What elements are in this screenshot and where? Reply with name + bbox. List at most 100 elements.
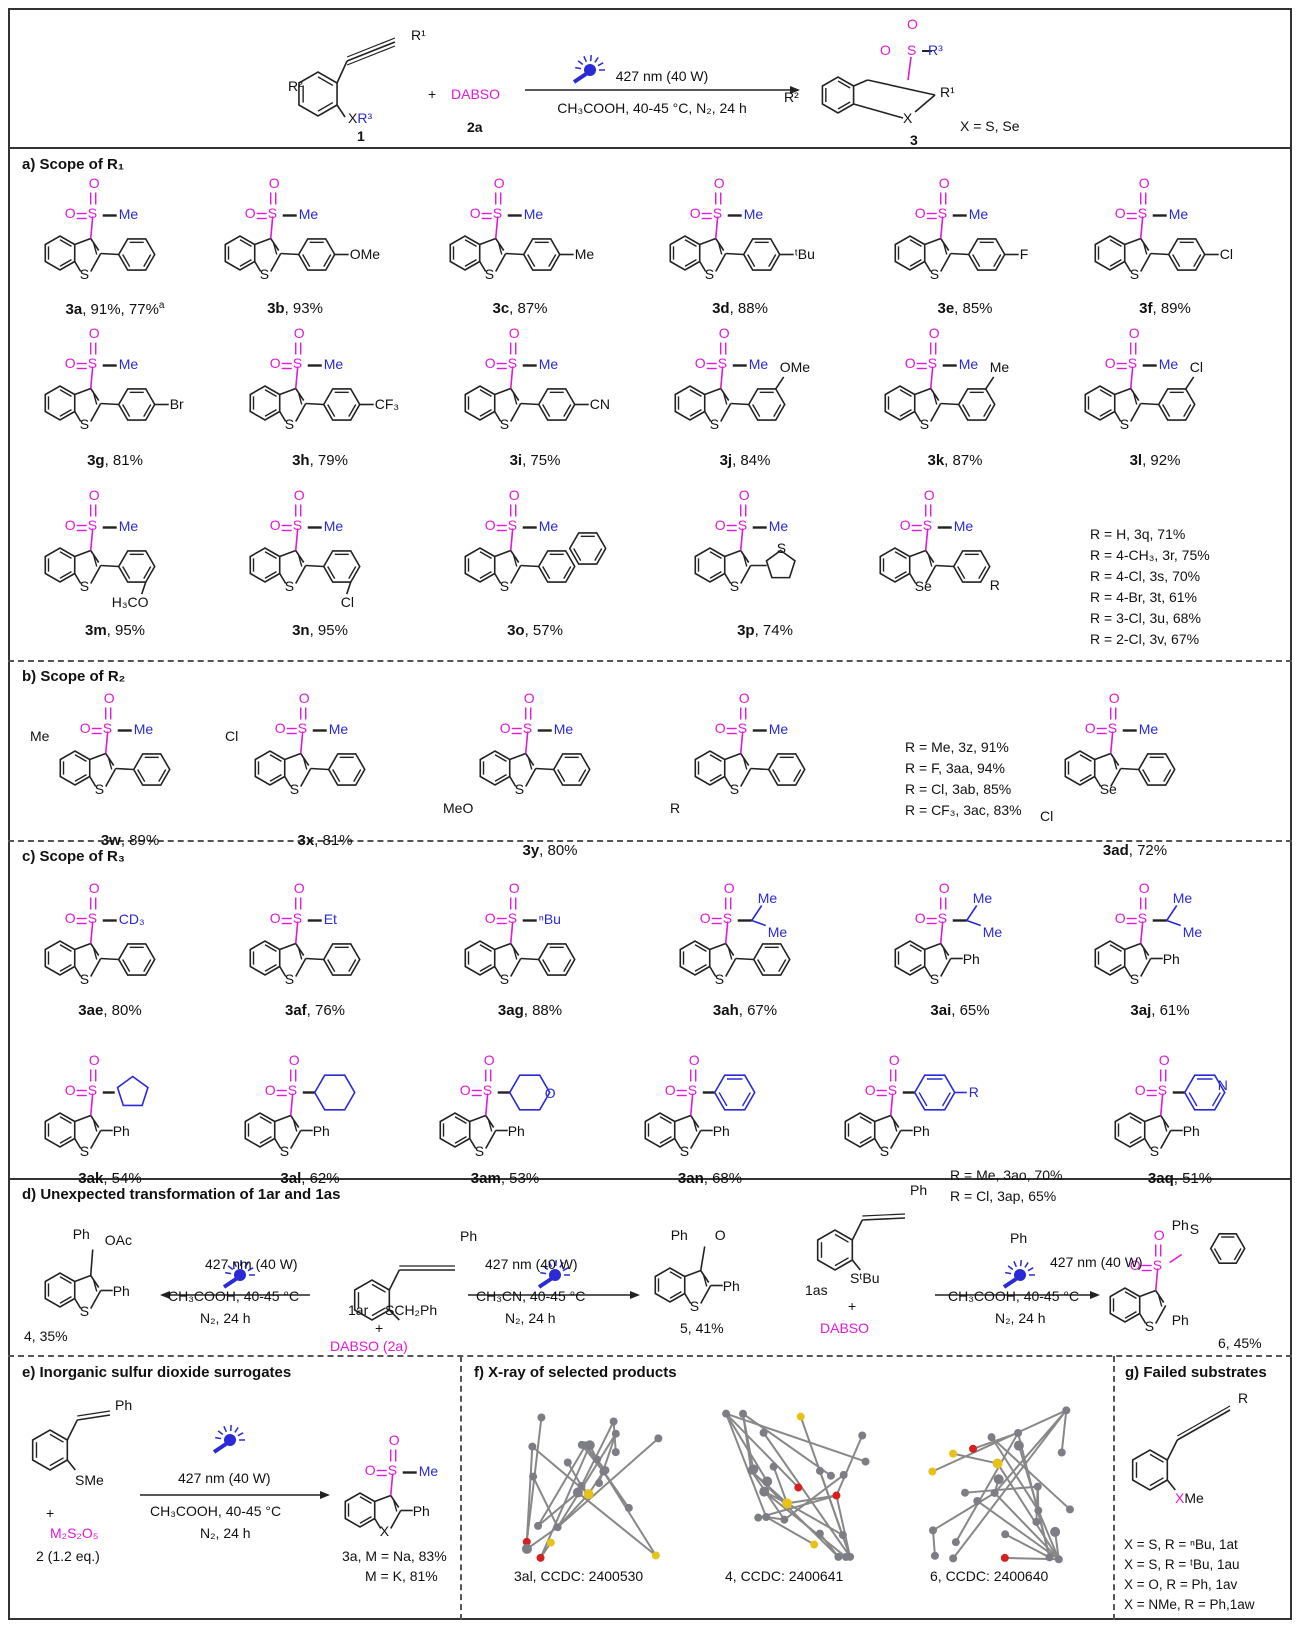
sulfonyl-s: S [87, 1081, 98, 1098]
sulfonyl-o: O [1104, 354, 1116, 371]
ortho-substituent: H₃CO [111, 594, 149, 611]
sulfonyl-o: O [523, 689, 535, 706]
section-a-title: a) Scope of R₁ [22, 156, 125, 173]
xray-atom [534, 1521, 543, 1530]
plus: + [848, 1298, 857, 1314]
xray-atom [722, 1409, 731, 1418]
phenyl: Ph [115, 1397, 133, 1413]
sulfonyl-s: S [297, 719, 308, 736]
sulfonyl-s: S [387, 1461, 398, 1478]
pyran-o: O [544, 1084, 556, 1101]
compound-yield: , 57% [524, 622, 563, 639]
compound-id: 3e [937, 300, 955, 317]
xray-atom [973, 1496, 982, 1505]
sulfonyl-group: Me [298, 205, 319, 222]
r2-substituent: MeO [443, 800, 474, 816]
x-atom: X [1175, 1490, 1185, 1506]
xray-atom [826, 1471, 835, 1480]
phenyl: Ph [1010, 1230, 1028, 1246]
sulfonyl-o: O [459, 1081, 471, 1098]
xray-bond [539, 1444, 591, 1559]
xray-atom [834, 1552, 843, 1561]
sulfonyl-group: Me [968, 205, 989, 222]
heteroatom-s: S [284, 970, 295, 987]
heteroatom-s: S [499, 577, 510, 594]
para-substituent: OMe [349, 245, 381, 262]
compound-label: 3w, 89% [101, 832, 159, 849]
compound-label: 3a, 91%, 77%a [66, 300, 165, 318]
para-substituent: ᵗBu [794, 245, 815, 262]
compound-yield: , 87% [944, 452, 983, 469]
compound-label: 3y, 80% [522, 842, 577, 859]
heteroatom-s: S [729, 780, 740, 797]
phenyl: Ph [112, 1122, 130, 1139]
product-label: 3a, M = Na, 83% [342, 1548, 447, 1564]
header-prod-label: 3 [910, 132, 918, 148]
xray-bond [772, 1466, 789, 1504]
sulfonyl-o: O [483, 1051, 495, 1068]
xray-bond [537, 1444, 587, 1527]
sulfonyl-o: O [484, 516, 496, 533]
phenyl: Ph [1162, 950, 1180, 967]
xray-bond [566, 1462, 583, 1487]
sulfonyl-o: O [923, 486, 935, 503]
phenyl: Ph [670, 1226, 688, 1243]
sulfonyl-o: O [293, 879, 305, 896]
footnote-mark: a [158, 300, 165, 311]
heteroatom-s: S [259, 265, 270, 282]
xray-bond [1004, 1533, 1050, 1559]
sulfonyl-group: Me [1158, 355, 1179, 372]
compound-yield: , 75% [522, 452, 561, 469]
xray-bond [786, 1502, 844, 1536]
para-substituent: CN [589, 395, 610, 412]
sulfonyl-group: Me [958, 355, 979, 372]
header-prod-r3: R³ [928, 42, 943, 58]
divider-c-d [8, 1178, 1292, 1180]
sulfonyl-s: S [1137, 909, 1148, 926]
compound-yield: , 95% [309, 622, 348, 639]
sulfonyl-group: Me [118, 355, 139, 372]
header-sm1-label: 1 [357, 128, 365, 144]
sulfonyl-s: S [507, 354, 518, 371]
compound-yield: , 84% [732, 452, 771, 469]
header-prod-r2: R² [784, 89, 799, 105]
aryl-series-list: R = Me, 3ao, 70%R = Cl, 3ap, 65% [950, 1165, 1062, 1207]
reagent: DABSO (2a) [330, 1338, 408, 1354]
heteroatom-s: S [284, 577, 295, 594]
sulfonyl-o: O [499, 719, 511, 736]
section-d-title: d) Unexpected transformation of 1ar and … [22, 1186, 341, 1203]
xray-atom [529, 1472, 538, 1481]
header-x-note: X = S, Se [960, 118, 1020, 134]
sulfonyl-o: O [244, 204, 256, 221]
compound-label: 3ad, 72% [1103, 842, 1167, 859]
plus: + [46, 1505, 55, 1521]
sulfonyl-s: S [937, 909, 948, 926]
alkyl-me: Me [1172, 889, 1193, 906]
list-item: R = CF₃, 3ac, 83% [905, 802, 1022, 818]
sulfonyl-o: O [264, 1081, 276, 1098]
compound-id: 3m [84, 622, 107, 639]
atmosphere-label: N₂, 24 h [505, 1310, 556, 1326]
header-prod-o-top: O [907, 16, 918, 32]
sulfonyl-o: O [713, 174, 725, 191]
sulfonyl-o: O [694, 354, 706, 371]
acetoxy: OAc [104, 1231, 132, 1248]
sulfonyl-o: O [88, 879, 100, 896]
xray-atom [810, 1540, 819, 1549]
compound-yield: , 93% [284, 300, 323, 317]
sulfonyl-group: Me [538, 517, 559, 534]
compound-label: 3h, 79% [292, 452, 348, 469]
sulfonyl-o: O [864, 1081, 876, 1098]
compound-label: 3b, 93% [267, 300, 323, 317]
compound-yield: , 65% [951, 1002, 990, 1019]
sulfonyl-group: Me [323, 517, 344, 534]
section-c-title: c) Scope of R₃ [22, 848, 125, 865]
xray-bond [996, 1462, 1060, 1560]
para-substituent: F [1019, 245, 1029, 262]
compound-label: 3m, 95% [85, 622, 145, 639]
sulfonyl-o: O [269, 909, 281, 926]
phenyl: Ph [507, 1122, 525, 1139]
heteroatom-s: S [79, 577, 90, 594]
header-prod-o-left: O [880, 42, 891, 58]
